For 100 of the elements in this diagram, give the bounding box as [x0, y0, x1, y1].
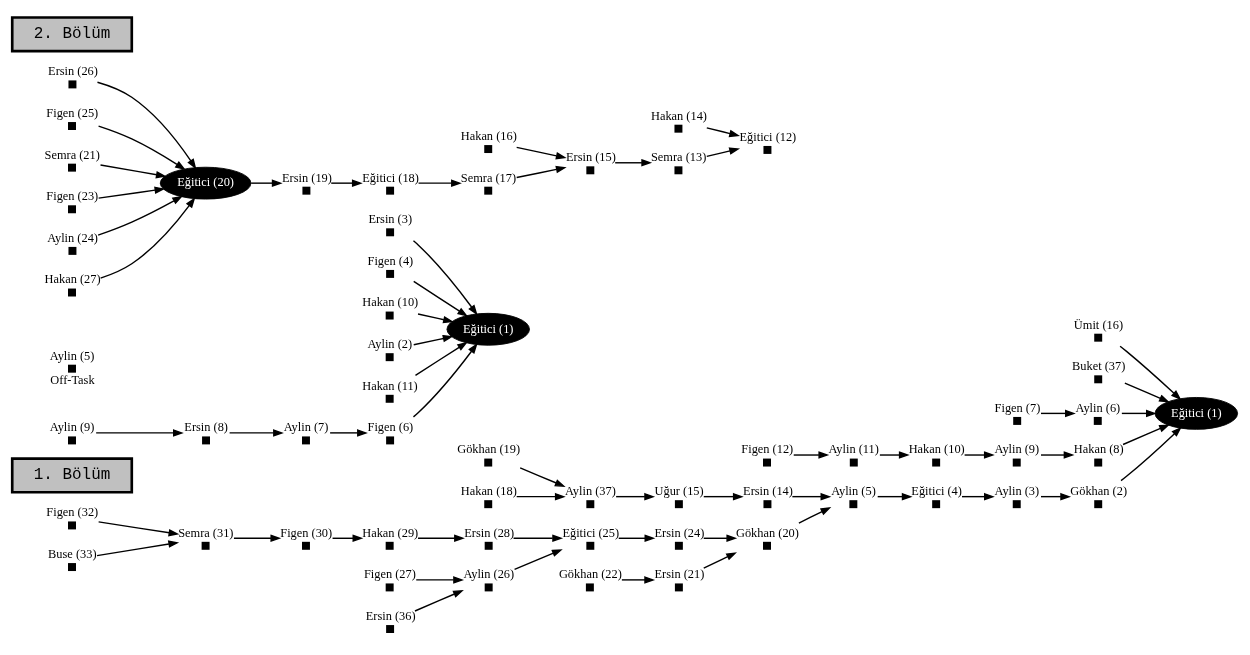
arrow — [1040, 492, 1072, 501]
arrow — [615, 492, 656, 501]
node-box — [849, 500, 858, 509]
node-label: Aylin (9) — [49, 420, 95, 435]
node-box — [1012, 458, 1021, 467]
node-ellipse: Eğitici (1) — [446, 312, 530, 346]
node-box — [68, 436, 76, 445]
node-box — [586, 500, 595, 509]
arrow — [97, 521, 180, 537]
node-box — [1093, 416, 1102, 425]
node-label: Hakan (8) — [1073, 442, 1124, 457]
node-label: Figen (32) — [46, 505, 99, 520]
node-box — [302, 541, 310, 550]
node-label: Figen (23) — [46, 189, 99, 204]
node-box — [386, 625, 395, 634]
node-box — [586, 166, 595, 175]
node-box — [585, 583, 594, 592]
node-label: Aylin (5) — [831, 484, 876, 499]
node-box — [68, 205, 76, 214]
node-box — [1094, 333, 1103, 342]
node-box — [484, 583, 493, 592]
arrow — [1121, 409, 1157, 418]
node-label: Hakan (11) — [362, 378, 418, 393]
node-box — [385, 541, 394, 550]
node-box — [932, 500, 941, 509]
node-label: Gökhan (22) — [558, 567, 622, 582]
node-label: Ersin (28) — [464, 525, 515, 540]
node-box — [674, 166, 683, 175]
node-box — [1013, 416, 1022, 425]
node-box — [68, 80, 77, 89]
arrow — [250, 179, 283, 187]
node-box — [385, 394, 394, 403]
node-label: Aylin (7) — [283, 420, 329, 435]
node-box — [763, 145, 772, 154]
node-label: Figen (6) — [367, 420, 414, 435]
node-label: Aylin (5) — [49, 348, 95, 363]
arrow — [330, 179, 363, 187]
arrow — [513, 549, 563, 570]
arrow — [329, 429, 368, 437]
node-label: Figen (27) — [363, 567, 416, 582]
arrow — [97, 195, 184, 236]
arrow — [414, 589, 464, 612]
arrow — [621, 576, 656, 584]
node-box — [385, 353, 394, 362]
node-label: Eğitici (18) — [362, 170, 419, 185]
arrow — [415, 576, 464, 584]
node-label: Semra (13) — [650, 150, 707, 165]
node-box — [484, 541, 493, 550]
node-box — [763, 500, 772, 509]
arrow — [1122, 424, 1170, 446]
arrow — [614, 159, 653, 167]
node-box — [763, 541, 771, 550]
node-box — [674, 124, 683, 133]
node-label: Ersin (15) — [565, 150, 616, 165]
node-box — [484, 458, 493, 467]
arrow — [96, 81, 197, 170]
node-box — [1094, 458, 1103, 467]
node-label: Figen (12) — [741, 442, 794, 457]
node-label: Gökhan (20) — [736, 525, 799, 540]
node-label: Ersin (26) — [48, 64, 98, 79]
node-label: Semra (21) — [44, 147, 100, 162]
node-label: Aylin (3) — [994, 484, 1040, 499]
arrow — [413, 334, 454, 346]
node-box — [763, 458, 771, 467]
node-label: Aylin (37) — [565, 484, 616, 499]
node-label: Figen (7) — [994, 400, 1041, 415]
arrow — [97, 125, 186, 171]
node-label: Ümit (16) — [1073, 317, 1124, 332]
arrow — [417, 534, 465, 543]
node-box — [68, 364, 76, 373]
arrow — [703, 534, 738, 543]
node-box — [386, 436, 395, 445]
node-box — [484, 145, 493, 154]
node-label: Figen (30) — [280, 525, 333, 540]
arrow — [95, 429, 184, 437]
arrow — [233, 534, 282, 543]
arrow — [706, 147, 741, 158]
node-label: Ersin (19) — [282, 170, 332, 185]
node-box — [385, 311, 394, 320]
arrow — [99, 164, 167, 179]
arrow — [1040, 409, 1076, 418]
arrow — [798, 507, 832, 524]
node-box — [386, 228, 395, 237]
node-box — [68, 288, 76, 297]
node-box — [932, 458, 941, 467]
node-box — [302, 186, 311, 195]
node-label: Aylin (24) — [47, 230, 98, 245]
arrow — [97, 186, 166, 199]
arrow — [512, 534, 564, 543]
arrow — [99, 197, 196, 279]
arrow — [515, 492, 566, 501]
arrow — [414, 341, 468, 376]
arrow — [876, 492, 913, 501]
node-label: Semra (31) — [178, 525, 234, 540]
arrow — [412, 342, 478, 418]
node-box — [68, 122, 76, 130]
arrow — [331, 534, 364, 543]
arrow — [706, 127, 741, 138]
node-label: Off-Task — [50, 373, 95, 388]
arrow — [228, 429, 284, 437]
